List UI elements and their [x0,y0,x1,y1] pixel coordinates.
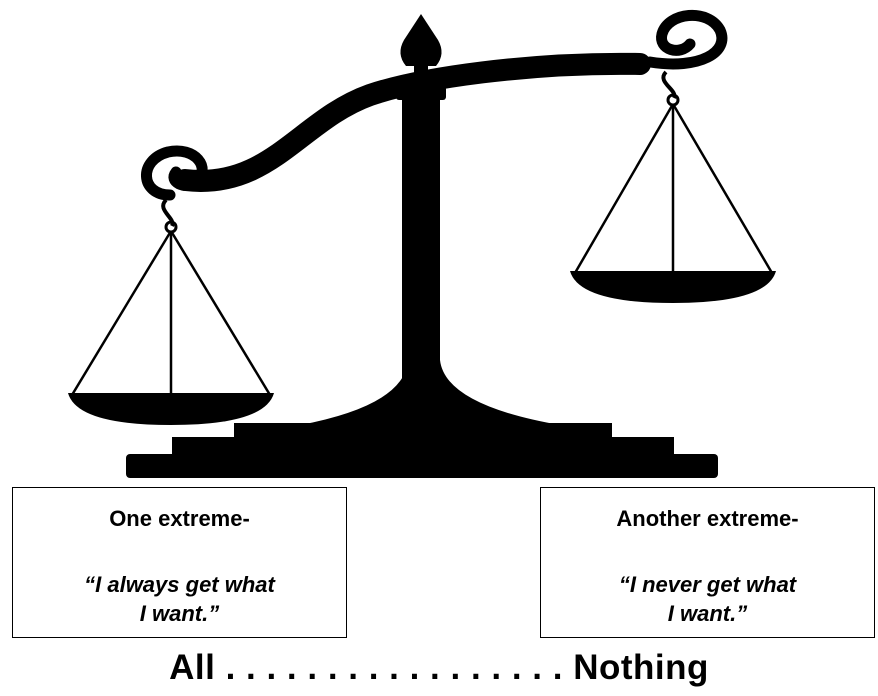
one-extreme-box: One extreme- “I always get what I want.” [12,487,347,638]
one-extreme-quote-line2: I want.” [13,599,346,628]
one-extreme-quote-line1: “I always get what [13,570,346,599]
left-scale-pan [68,200,274,425]
all-to-nothing-spectrum: All . . . . . . . . . . . . . . . . . No… [0,648,878,688]
another-extreme-box: Another extreme- “I never get what I wan… [540,487,875,638]
right-scale-pan [570,72,776,303]
one-extreme-heading: One extreme- [13,506,346,532]
another-extreme-quote-line2: I want.” [541,599,874,628]
another-extreme-heading: Another extreme- [541,506,874,532]
one-extreme-quote: “I always get what I want.” [13,570,346,628]
another-extreme-quote-line1: “I never get what [541,570,874,599]
another-extreme-quote: “I never get what I want.” [541,570,874,628]
